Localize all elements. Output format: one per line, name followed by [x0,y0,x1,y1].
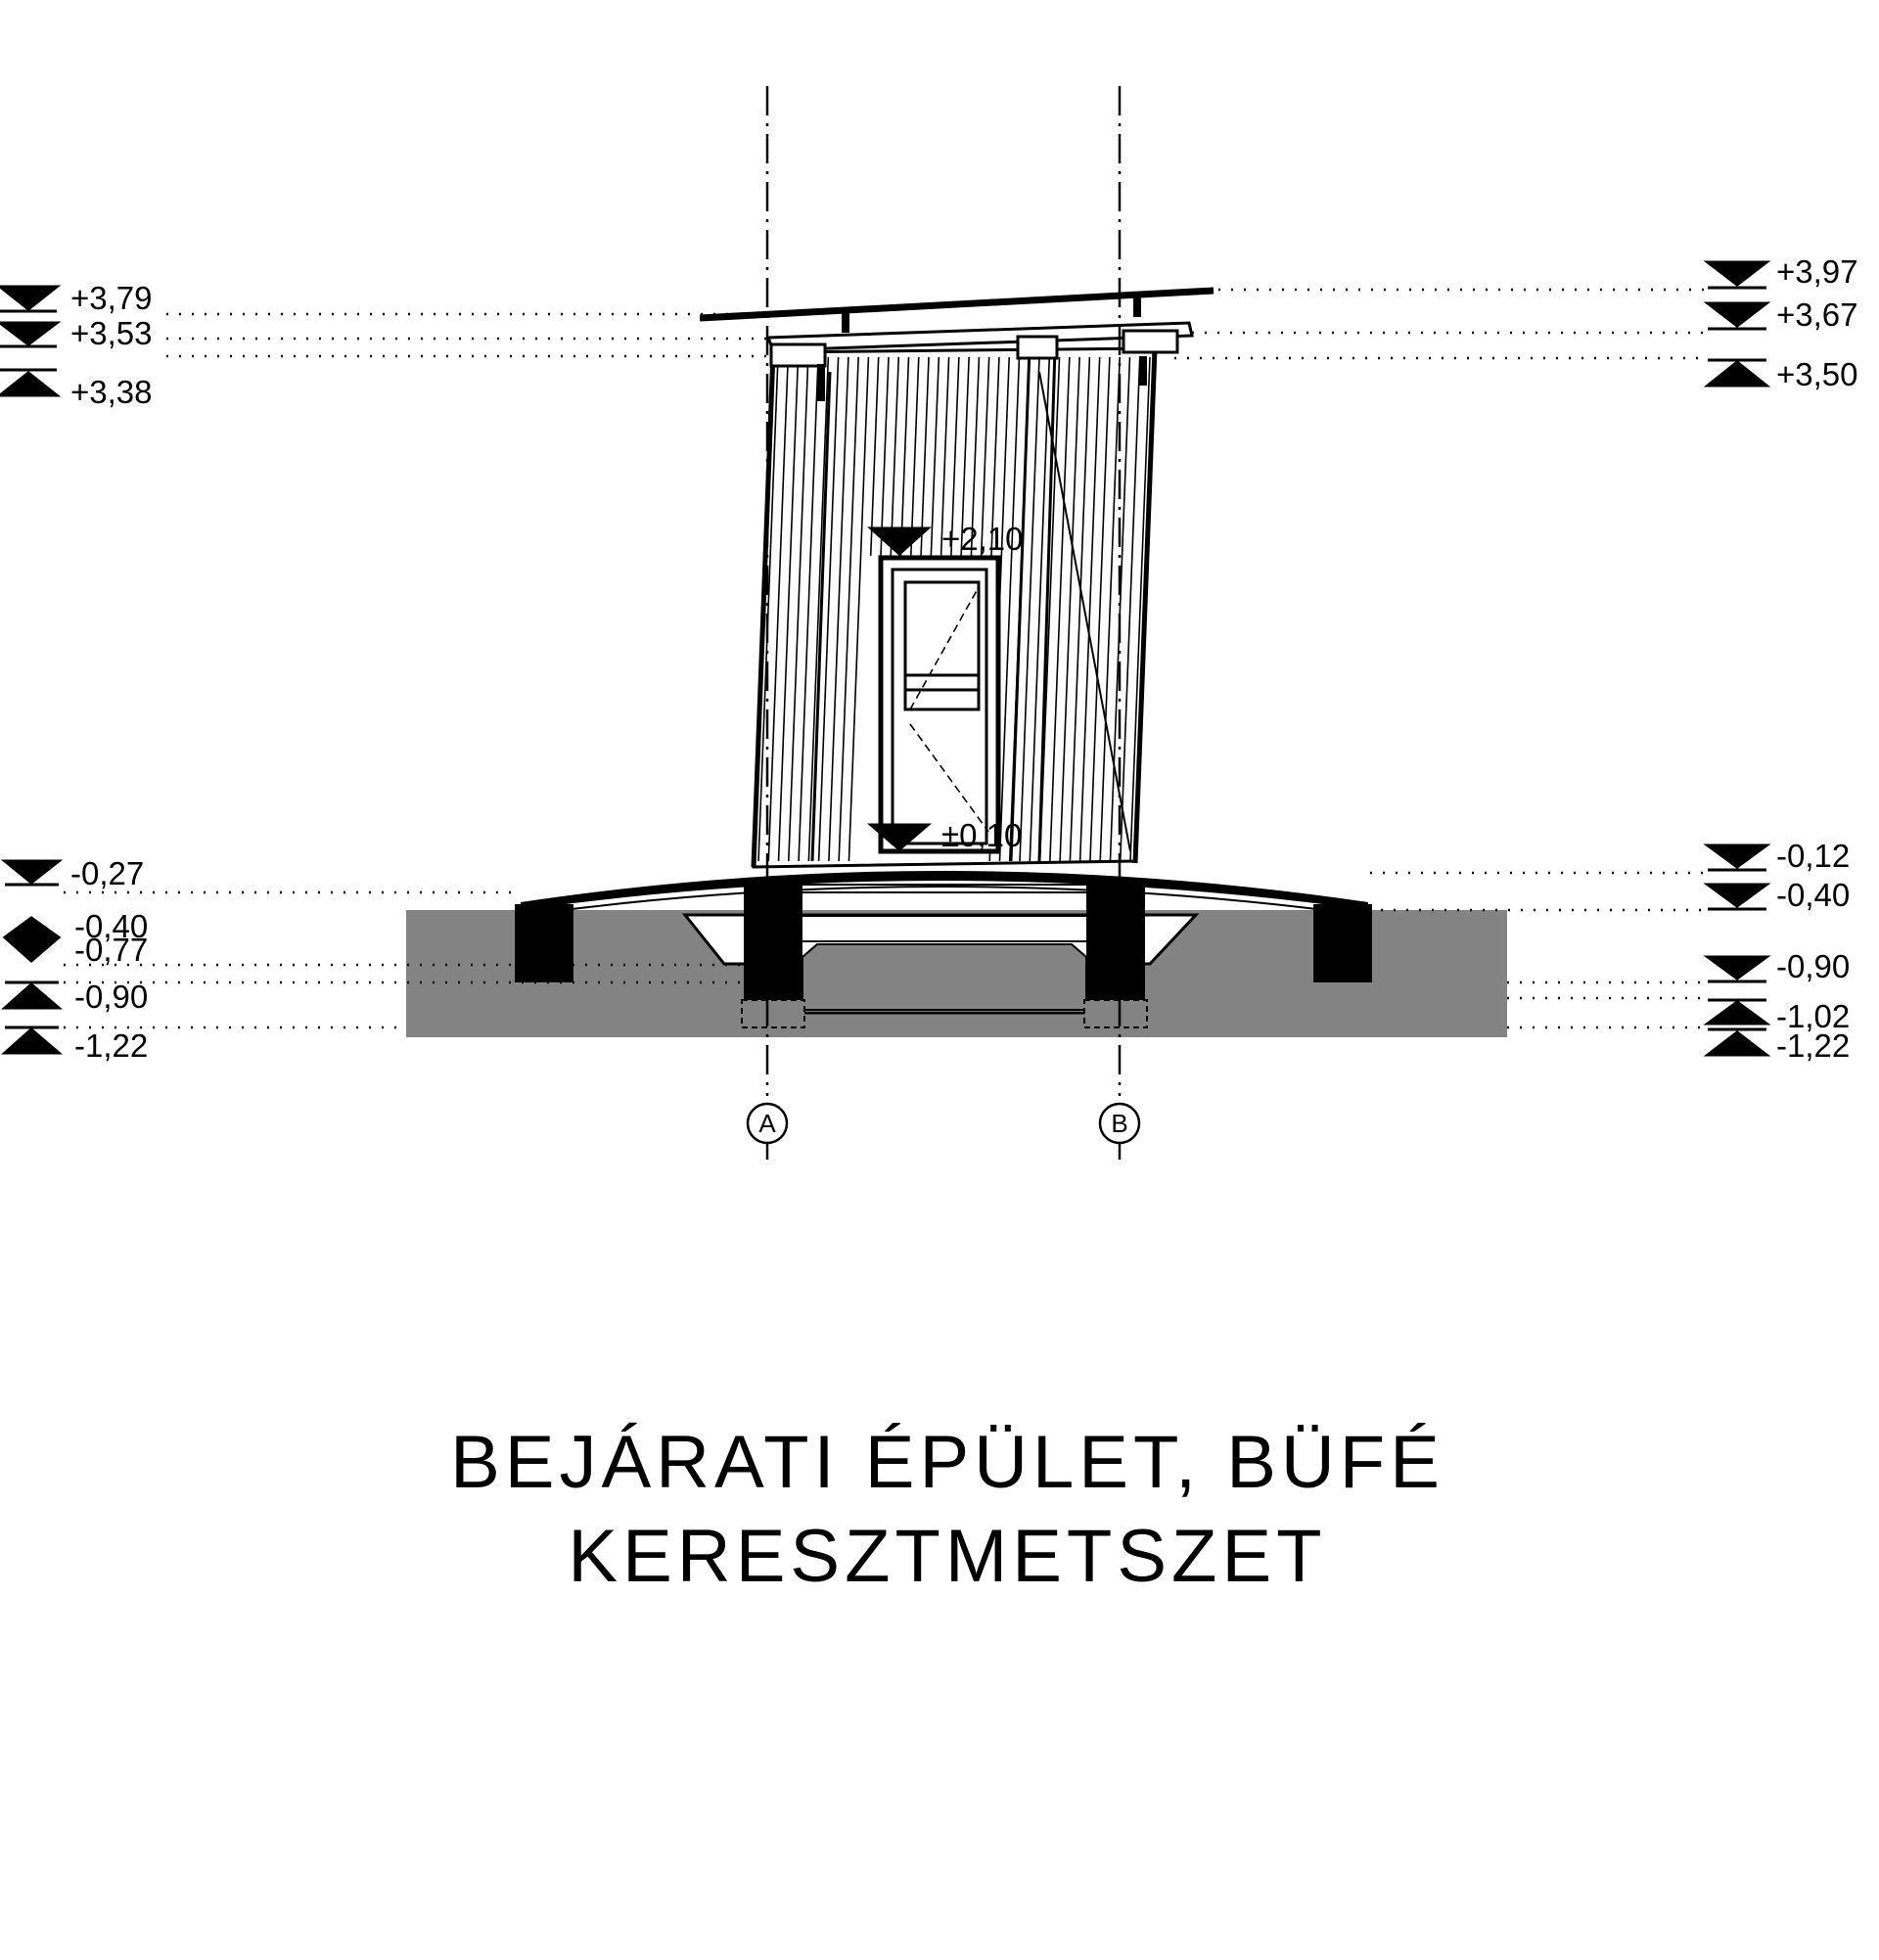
level-right-2: +3,67 [1776,296,1858,333]
level-right-4: -0,12 [1776,838,1850,874]
level-left-7: -0,90 [74,979,148,1015]
floor-slab [802,943,1087,1011]
cladding-hatch [757,356,1151,862]
drawing-title-line-2: KERESZTMETSZET [568,1515,1326,1598]
post-inner-3 [1037,347,1057,862]
outer-footing-right [1313,904,1372,982]
roof-purlin-mid [1016,335,1059,360]
level-right-8: -1,22 [1776,1027,1850,1064]
door-swing [909,586,980,710]
roof-stud-2 [1133,297,1141,317]
roof-purlin-left [769,342,827,368]
wall-footing-a [744,881,802,1018]
post-a [751,351,776,868]
level-left-2: +3,53 [70,315,153,351]
level-symbols [0,260,1771,1057]
roof-bracket-left [817,364,825,401]
door-glazing [903,580,981,711]
drawing-title-line-1: BEJÁRATI ÉPÜLET, BÜFÉ [450,1421,1444,1504]
deck-plate [521,871,1368,910]
level-guides [64,288,1708,1029]
door-swing-2 [909,723,989,833]
grid-axis-a-label: A [758,1109,776,1138]
roof-bracket-right [1139,356,1147,386]
footing-b-base [1083,999,1148,1028]
level-left-5: -0,40 [74,908,148,944]
level-right-3: +3,50 [1776,356,1858,392]
level-right-5: -0,40 [1776,877,1850,913]
outer-footing-left [515,904,573,982]
level-inner-1: +2,10 [941,521,1024,557]
post-b [1132,347,1158,864]
level-right-7: -1,02 [1776,998,1850,1034]
roof-purlin-right [1122,329,1179,354]
post-inner-2 [1009,347,1031,862]
level-left-3: +3,38 [70,374,153,410]
level-left-1: +3,79 [70,280,153,316]
post-inner-1 [810,371,832,862]
roof-stud-1 [842,313,849,333]
wall-footing-b [1086,881,1145,1018]
brace-1 [1038,371,1131,852]
level-left-8: -1,22 [74,1027,148,1064]
grid-axis-b-label: B [1111,1109,1127,1138]
level-left-6: -0,77 [74,932,148,968]
slab-cavity [782,915,1107,942]
deck-underside [532,886,1356,915]
level-right-6: -0,90 [1776,948,1850,984]
level-left-4: -0,27 [70,855,144,891]
footing-a-base [741,999,805,1028]
level-inner-2: ±0,10 [941,817,1022,853]
roof-top-plate [699,287,1214,322]
level-right-1: +3,97 [1776,253,1858,290]
